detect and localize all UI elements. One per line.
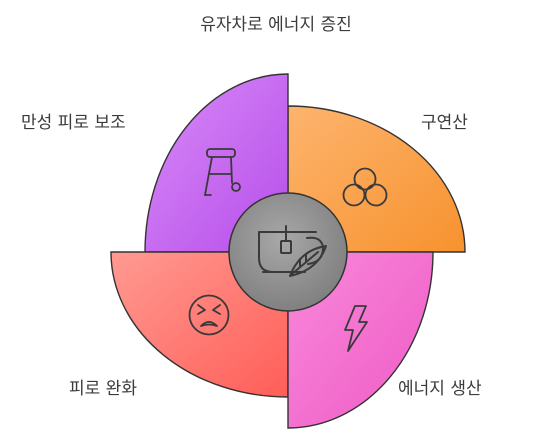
quadrant-label-citric-acid: 구연산	[421, 113, 468, 133]
tired-face-icon	[188, 294, 230, 336]
diagram-title: 유자차로 에너지 증진	[200, 15, 352, 35]
quadrant-label-energy-production: 에너지 생산	[398, 379, 482, 399]
walker-icon	[204, 148, 241, 196]
quadrant-label-chronic-fatigue: 만성 피로 보조	[21, 113, 126, 133]
tea-cup-leaf-icon	[258, 225, 327, 277]
citrus-cluster-icon	[342, 167, 388, 207]
lightning-bolt-icon	[344, 305, 368, 352]
quadrant-label-fatigue-relief: 피로 완화	[69, 379, 137, 399]
